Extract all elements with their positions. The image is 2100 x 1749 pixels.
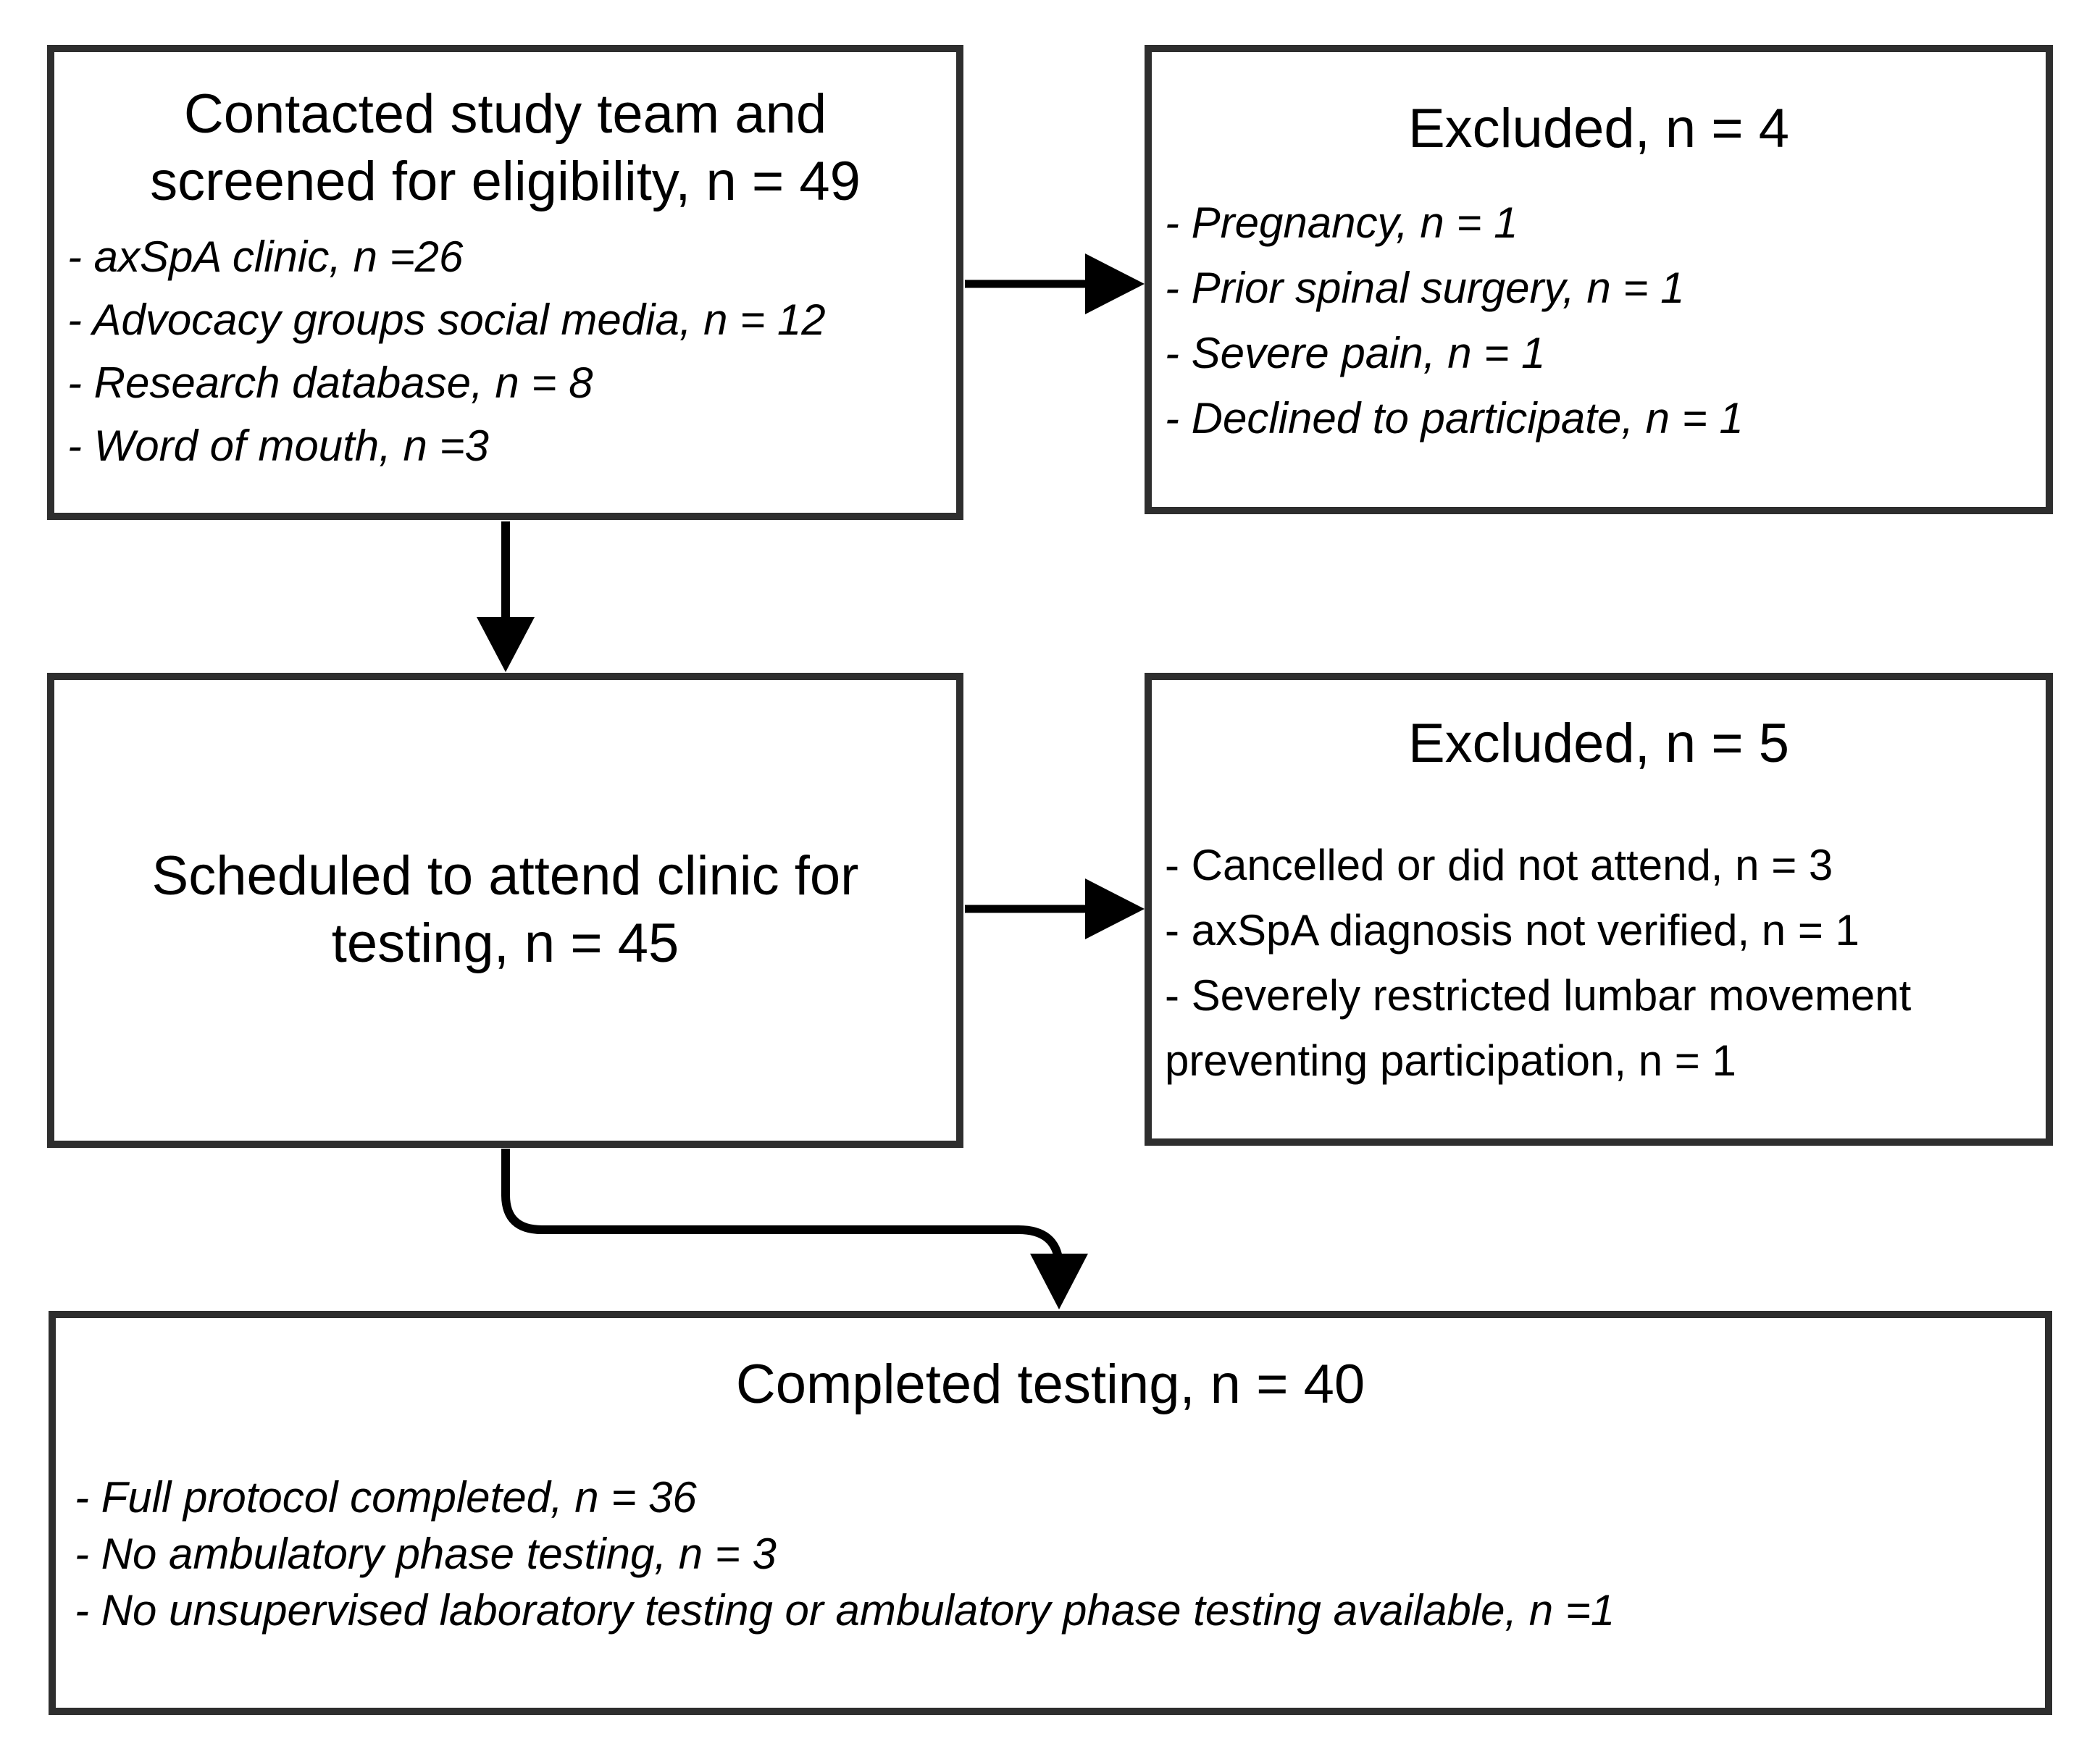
bullet-item: - axSpA clinic, n =26 <box>67 232 464 282</box>
bullet-item: - No ambulatory phase testing, n = 3 <box>75 1529 777 1578</box>
box-excluded-screening-title: Excluded, n = 4 <box>1407 98 1790 159</box>
arrow-screened-to-scheduled <box>477 521 535 672</box>
arrow-screened-to-excluded <box>965 253 1145 314</box>
box-completed-bullets: - Full protocol completed, n = 36 - No a… <box>56 1469 2045 1639</box>
bullet-item: - Full protocol completed, n = 36 <box>75 1472 697 1522</box>
box-completed: Completed testing, n = 40 - Full protoco… <box>49 1311 2052 1715</box>
box-screened: Contacted study team and screened for el… <box>47 45 963 520</box>
bullet-item: - Severely restricted lumbar movement pr… <box>1165 970 1912 1085</box>
box-screened-bullets: - axSpA clinic, n =26 - Advocacy groups … <box>54 225 956 477</box>
box-scheduled: Scheduled to attend clinic for testing, … <box>47 673 963 1148</box>
bullet-item: - Pregnancy, n = 1 <box>1165 198 1518 247</box>
bullet-item: - No unsupervised laboratory testing or … <box>75 1585 1615 1635</box>
bullet-item: - Research database, n = 8 <box>67 358 593 408</box>
bullet-item: - Advocacy groups social media, n = 12 <box>67 295 826 345</box>
bullet-item: - Cancelled or did not attend, n = 3 <box>1165 840 1833 889</box>
box-excluded-scheduling-title: Excluded, n = 5 <box>1407 713 1790 774</box>
box-excluded-scheduling: Excluded, n = 5 - Cancelled or did not a… <box>1145 673 2053 1146</box>
box-excluded-screening: Excluded, n = 4 - Pregnancy, n = 1 - Pri… <box>1145 45 2053 514</box>
box-excluded-screening-bullets: - Pregnancy, n = 1 - Prior spinal surger… <box>1152 190 2046 451</box>
bullet-item: - axSpA diagnosis not verified, n = 1 <box>1165 905 1860 955</box>
arrow-scheduled-to-excluded <box>965 878 1145 939</box>
bullet-item: - Declined to participate, n = 1 <box>1165 393 1744 443</box>
box-scheduled-title: Scheduled to attend clinic for testing, … <box>151 845 859 974</box>
box-completed-title: Completed testing, n = 40 <box>735 1354 1365 1415</box>
box-screened-title: Contacted study team and screened for el… <box>150 83 861 212</box>
arrow-scheduled-to-completed <box>501 1149 1088 1309</box>
box-excluded-scheduling-bullets: - Cancelled or did not attend, n = 3 - a… <box>1152 833 2046 1094</box>
bullet-item: - Word of mouth, n =3 <box>67 421 489 471</box>
bullet-item: - Prior spinal surgery, n = 1 <box>1165 263 1685 312</box>
bullet-item: - Severe pain, n = 1 <box>1165 328 1546 377</box>
